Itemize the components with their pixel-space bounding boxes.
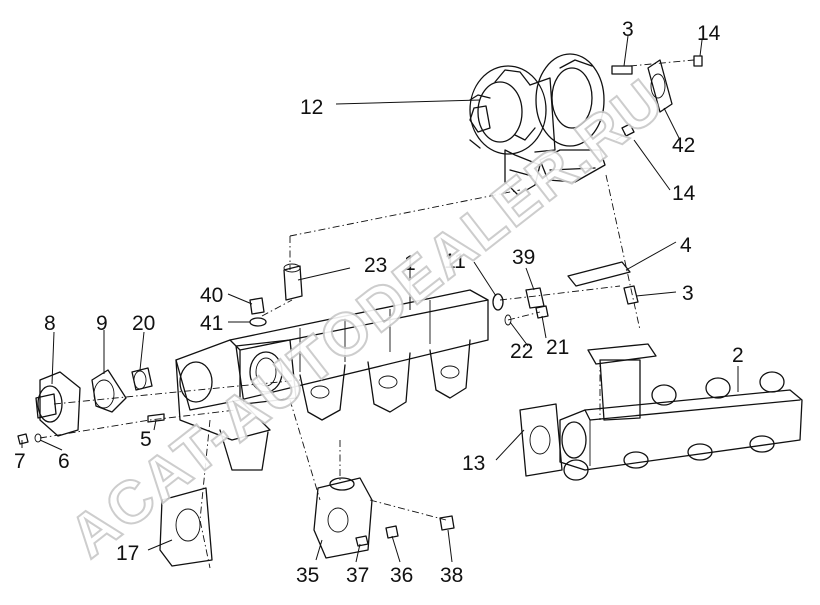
label-9: 9 bbox=[96, 312, 108, 335]
label-13: 13 bbox=[462, 452, 485, 475]
label-14-top: 14 bbox=[697, 22, 721, 45]
label-4: 4 bbox=[680, 234, 692, 257]
label-1: 1 bbox=[404, 252, 416, 275]
label-12: 12 bbox=[300, 96, 323, 119]
nuts-washers-right bbox=[492, 287, 549, 326]
label-8: 8 bbox=[44, 312, 56, 335]
turbo-outlet-hardware bbox=[611, 55, 703, 137]
heat-shield-cover bbox=[35, 371, 81, 437]
label-7: 7 bbox=[14, 450, 26, 473]
label-2: 2 bbox=[732, 344, 744, 367]
gasket-cone bbox=[91, 369, 127, 413]
exhaust-manifold bbox=[175, 289, 489, 471]
label-39: 39 bbox=[512, 246, 535, 269]
label-22: 22 bbox=[510, 340, 533, 363]
label-3-mid: 3 bbox=[682, 282, 694, 305]
connector-tube bbox=[131, 367, 153, 391]
connecting-sleeve bbox=[283, 263, 303, 301]
assembly-center-lines bbox=[39, 59, 695, 569]
bottom-bolts bbox=[355, 515, 455, 547]
label-40: 40 bbox=[200, 284, 223, 307]
label-35: 35 bbox=[296, 564, 319, 587]
label-23: 23 bbox=[364, 254, 387, 277]
label-38: 38 bbox=[440, 564, 463, 587]
manifold-gasket bbox=[519, 403, 563, 477]
label-21: 21 bbox=[546, 336, 569, 359]
label-41: 41 bbox=[200, 312, 223, 335]
label-36: 36 bbox=[390, 564, 413, 587]
label-20: 20 bbox=[132, 312, 155, 335]
part-labels: 12 3 14 42 14 4 3 39 11 23 1 22 21 40 41… bbox=[14, 18, 744, 587]
label-42: 42 bbox=[672, 134, 695, 157]
label-17: 17 bbox=[116, 542, 139, 565]
label-3-top: 3 bbox=[622, 18, 634, 41]
label-11: 11 bbox=[444, 250, 466, 273]
label-6: 6 bbox=[58, 450, 70, 473]
flange-gasket bbox=[567, 261, 639, 305]
turbocharger bbox=[469, 53, 606, 196]
elbow-gasket bbox=[159, 487, 213, 567]
elbow-flange bbox=[313, 477, 373, 559]
leader-lines bbox=[21, 35, 739, 563]
nut-and-washer bbox=[249, 297, 267, 327]
label-14-mid: 14 bbox=[672, 182, 696, 205]
exhaust-manifold-rear bbox=[559, 343, 803, 481]
label-5: 5 bbox=[140, 428, 152, 451]
label-37: 37 bbox=[346, 564, 369, 587]
